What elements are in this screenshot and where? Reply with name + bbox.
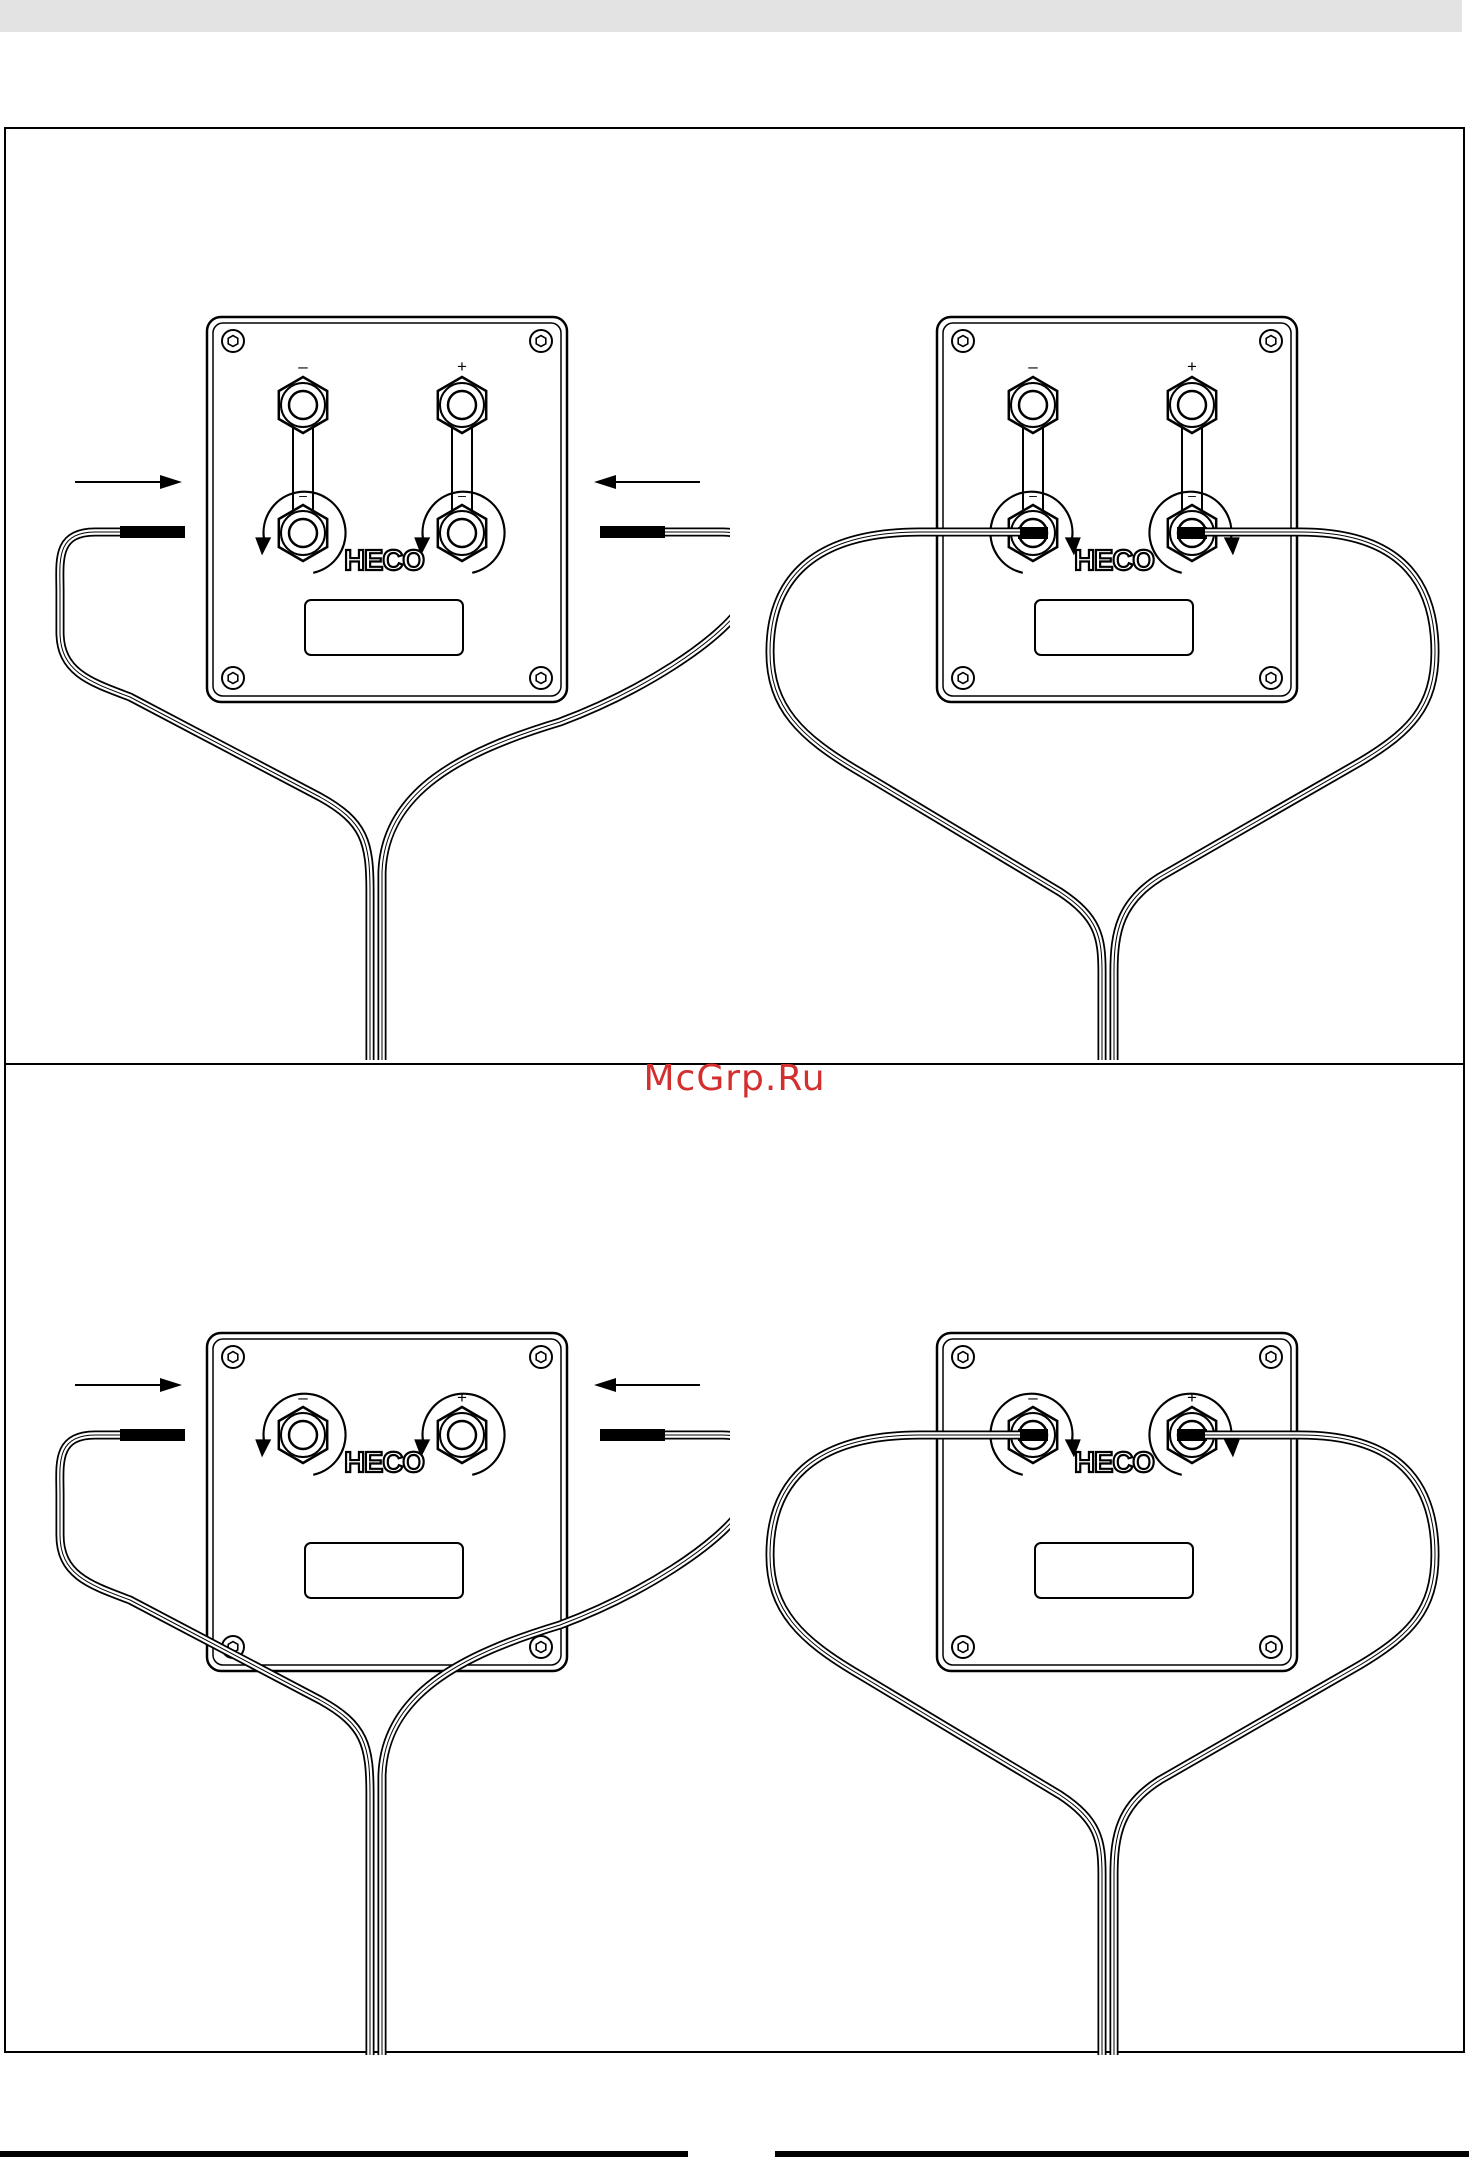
inserted-wire-end: [1018, 527, 1048, 539]
bare-wire-end: [120, 526, 185, 538]
inserted-wire-end: [1018, 1429, 1048, 1441]
terminal-minus-label-lower: –: [458, 487, 466, 503]
binding-post-terminal: [279, 377, 327, 433]
binding-post-terminal: [438, 1407, 486, 1463]
terminal-minus-label: –: [1028, 1388, 1038, 1407]
arrowhead-icon: [594, 475, 616, 489]
terminal-plus-label: +: [457, 1388, 467, 1407]
footer-rule-right: [775, 2151, 1469, 2157]
mounting-screw: [952, 330, 974, 352]
mounting-screw: [530, 1636, 552, 1658]
arrowhead-icon: [594, 1378, 616, 1392]
label-field: [1035, 1543, 1193, 1598]
inserted-wire-end: [1177, 527, 1207, 539]
label-field: [305, 600, 463, 655]
terminal-cap: [289, 391, 317, 419]
terminal-minus-label: –: [298, 357, 308, 376]
bare-wire-end: [600, 1429, 665, 1441]
terminal-minus-label: –: [1028, 357, 1038, 376]
brand-logo: HECO: [344, 1447, 424, 1479]
bare-wire-end: [600, 526, 665, 538]
terminal-cap: [448, 1421, 476, 1449]
terminal-cap: [448, 519, 476, 547]
terminal-minus-label-lower: –: [1188, 487, 1196, 503]
terminal-cap: [289, 519, 317, 547]
brand-logo: HECO: [1074, 545, 1154, 577]
mounting-screw: [1260, 330, 1282, 352]
diagram-single-wiring-connected: – + HECO: [730, 1125, 1460, 2055]
terminal-cap: [1019, 391, 1047, 419]
mounting-screw: [952, 1636, 974, 1658]
footer-rule-left: [0, 2151, 688, 2157]
mounting-screw: [222, 1346, 244, 1368]
page-header-bar: [0, 0, 1462, 32]
terminal-cap: [448, 391, 476, 419]
terminal-minus-label: –: [298, 1388, 308, 1407]
terminal-plate: – + HECO: [937, 1333, 1297, 1671]
inserted-wire-end: [1177, 1429, 1207, 1441]
brand-logo: HECO: [1074, 1447, 1154, 1479]
diagram-single-wiring-insert: – + HECO: [0, 1125, 730, 2055]
label-field: [1035, 600, 1193, 655]
terminal-minus-label-lower: –: [1029, 487, 1037, 503]
terminal-minus-label-lower: –: [299, 487, 307, 503]
mounting-screw: [952, 667, 974, 689]
mounting-screw: [530, 667, 552, 689]
terminal-plus-label: +: [1187, 1388, 1197, 1407]
binding-post-terminal: [438, 505, 486, 561]
diagram-bi-wiring-connected: – + – – HECO: [730, 130, 1460, 1060]
terminal-plus-label: +: [1187, 357, 1197, 376]
binding-post-terminal: [438, 377, 486, 433]
terminal-plus-label: +: [457, 357, 467, 376]
arrowhead-icon: [160, 475, 182, 489]
mounting-screw: [1260, 667, 1282, 689]
mounting-screw: [1260, 1346, 1282, 1368]
mounting-screw: [952, 1346, 974, 1368]
label-field: [305, 1543, 463, 1598]
plate-outline: [207, 1333, 567, 1671]
arrowhead-icon: [160, 1378, 182, 1392]
mounting-screw: [222, 667, 244, 689]
terminal-plate: – + – – HECO: [937, 317, 1297, 702]
mounting-screw: [1260, 1636, 1282, 1658]
terminal-plate: – + – – HECO: [207, 317, 567, 702]
terminal-plate: – + HECO: [207, 1333, 567, 1671]
binding-post-terminal: [279, 1407, 327, 1463]
watermark-text: McGrp.Ru: [0, 1058, 1469, 1099]
diagram-bi-wiring-insert: – + – – HECO: [0, 130, 730, 1060]
mounting-screw: [222, 330, 244, 352]
bare-wire-end: [120, 1429, 185, 1441]
mounting-screw: [530, 1346, 552, 1368]
brand-logo: HECO: [344, 545, 424, 577]
mounting-screw: [530, 330, 552, 352]
terminal-cap: [289, 1421, 317, 1449]
binding-post-terminal: [1168, 377, 1216, 433]
plate-outline: [937, 1333, 1297, 1671]
binding-post-terminal: [1009, 377, 1057, 433]
terminal-cap: [1178, 391, 1206, 419]
binding-post-terminal: [279, 505, 327, 561]
